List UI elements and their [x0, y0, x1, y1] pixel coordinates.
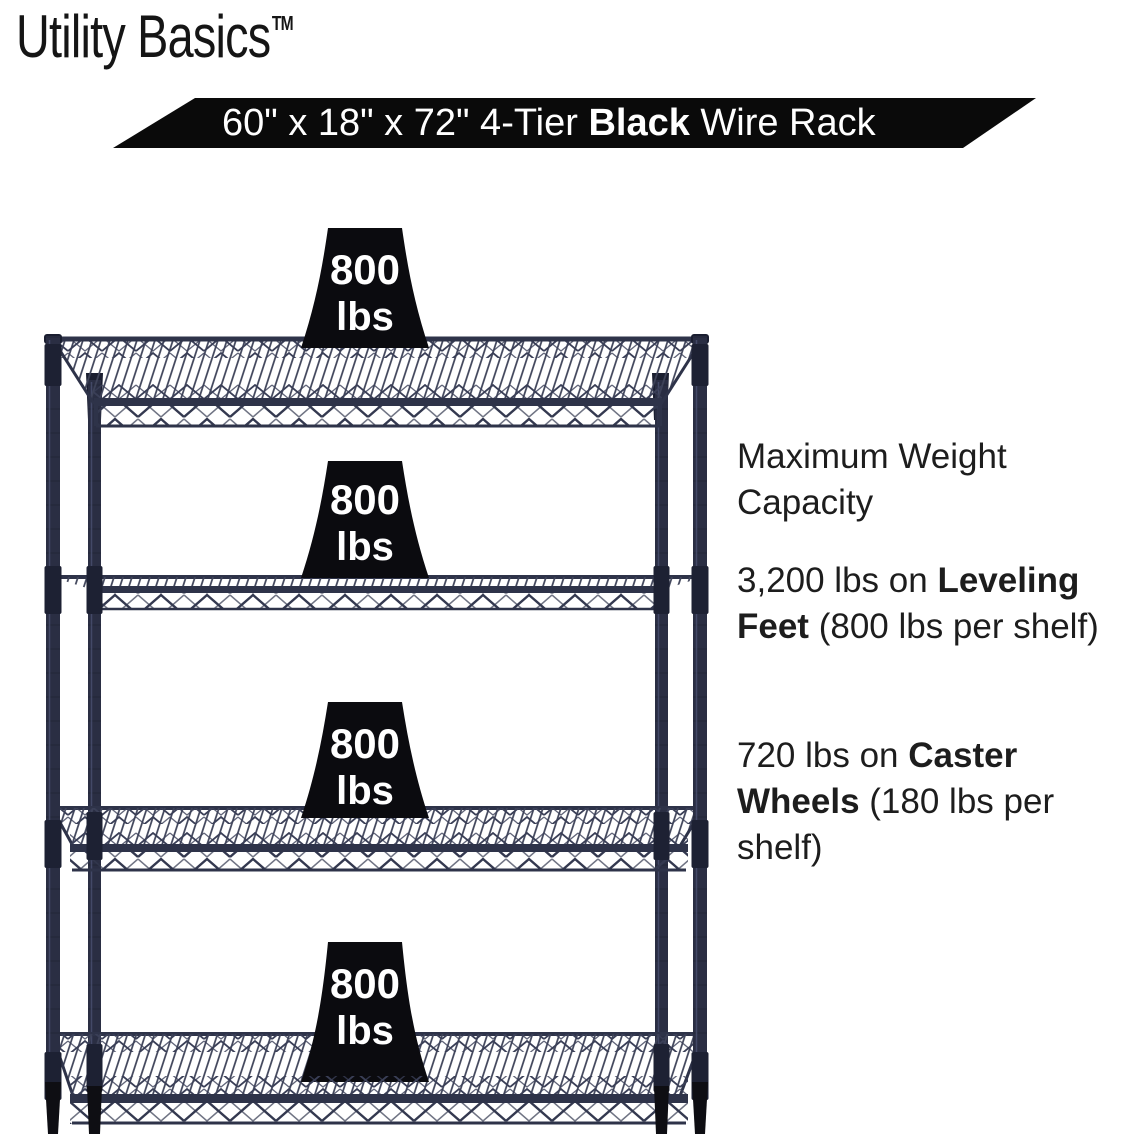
- title-banner: 60" x 18" x 72" 4-Tier Black Wire Rack: [113, 98, 1036, 148]
- shelf-3-front: [70, 832, 688, 872]
- shelf-4-front: [70, 1076, 688, 1125]
- max-weight-heading: Maximum Weight Capacity: [737, 437, 1007, 522]
- trademark-symbol: TM: [271, 13, 294, 35]
- brand-name: Utility Basics: [16, 3, 271, 70]
- weight-unit-1: lbs: [336, 295, 394, 339]
- leveling-feet: [45, 1082, 708, 1134]
- front-posts: [44, 334, 709, 1088]
- weight-unit-2: lbs: [336, 525, 394, 569]
- weight-unit-4: lbs: [336, 1009, 394, 1053]
- caster-wheels-post: (180 lbs per shelf): [737, 782, 1055, 867]
- weight-badge-1: 800 lbs: [301, 228, 429, 348]
- leveling-feet-pre: 3,200 lbs on: [737, 561, 938, 600]
- weight-value-4: 800: [330, 960, 400, 1007]
- leveling-feet-capacity: 3,200 lbs on Leveling Feet (800 lbs per …: [737, 558, 1133, 650]
- leveling-feet-bold: Leveling Feet: [737, 561, 1080, 646]
- caster-wheels-pre: 720 lbs on: [737, 736, 909, 775]
- shelf-2-front: [93, 586, 663, 611]
- weight-value-3: 800: [330, 720, 400, 767]
- weight-badge-2: 800 lbs: [301, 461, 429, 578]
- weight-value-2: 800: [330, 476, 400, 523]
- caster-wheels-capacity: 720 lbs on Caster Wheels (180 lbs per sh…: [737, 733, 1133, 871]
- weight-badge-3: 800 lbs: [301, 702, 429, 818]
- weight-badge-4: 800 lbs: [301, 942, 429, 1082]
- weight-unit-3: lbs: [336, 769, 394, 813]
- shelf-1-front: [94, 384, 662, 428]
- brand-logo: Utility BasicsTM: [16, 2, 294, 71]
- caster-wheels-bold: Caster Wheels: [737, 736, 1018, 821]
- banner-text-prefix: 60" x 18" x 72" 4-Tier: [222, 102, 589, 144]
- banner-text-suffix: Wire Rack: [689, 102, 876, 144]
- weight-value-1: 800: [330, 246, 400, 293]
- leveling-feet-post: (800 lbs per shelf): [808, 607, 1099, 646]
- banner-text-bold: Black: [588, 102, 690, 144]
